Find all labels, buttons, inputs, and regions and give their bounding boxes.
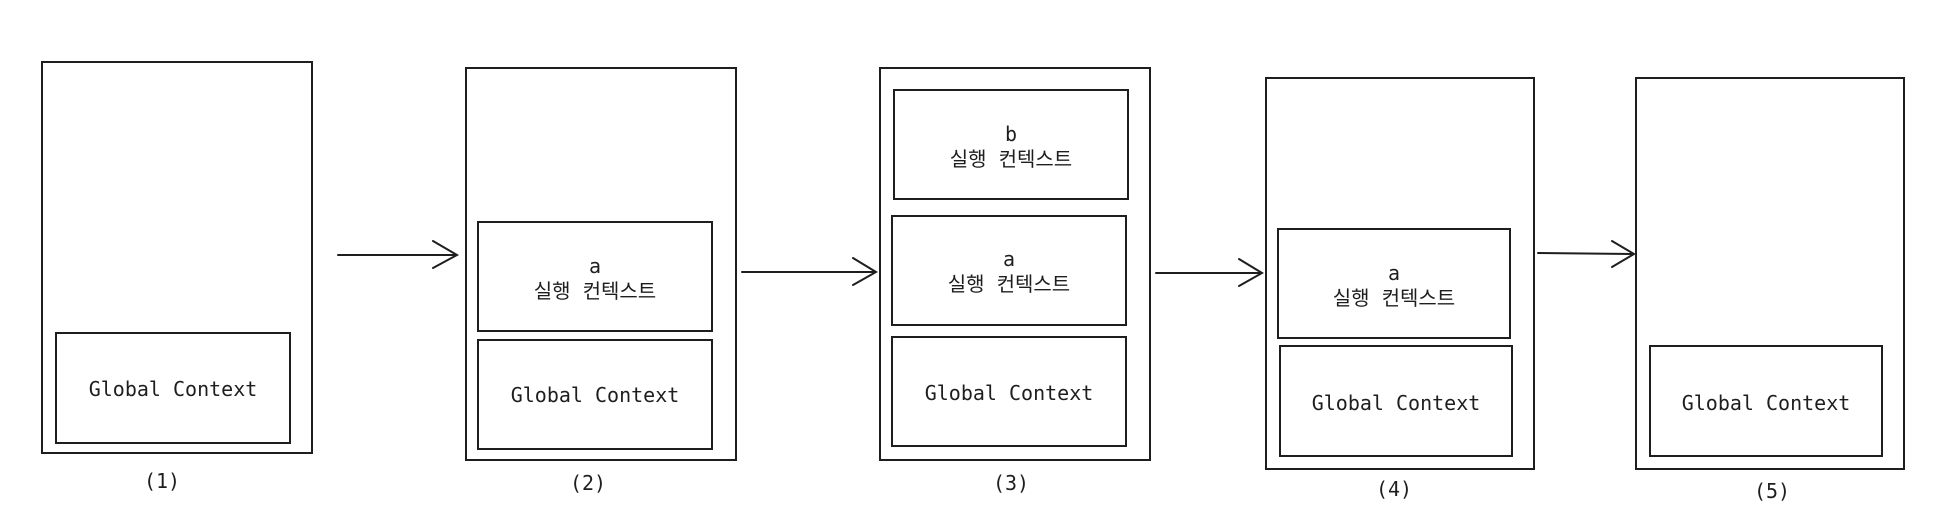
frame-b-context: b 실행 컨텍스트	[893, 89, 1129, 200]
frame-global-context: Global Context	[55, 332, 291, 444]
arrow-right	[1155, 258, 1264, 287]
frame-name: Global Context	[511, 383, 680, 407]
stack-number: (1)	[144, 469, 180, 493]
frame-subtitle: 실행 컨텍스트	[1333, 286, 1455, 310]
stack-number: (3)	[993, 471, 1029, 495]
arrow-right	[337, 240, 460, 269]
frame-name: Global Context	[925, 381, 1094, 405]
frame-global-context: Global Context	[891, 336, 1127, 447]
frame-name: a	[1388, 261, 1400, 285]
frame-name: Global Context	[89, 377, 258, 401]
stack-5: Global Context (5)	[1635, 77, 1905, 503]
stack-3: b 실행 컨텍스트 a 실행 컨텍스트 Global Context (3)	[879, 67, 1151, 495]
frame-subtitle: 실행 컨텍스트	[534, 279, 656, 303]
stack-container	[1635, 77, 1905, 470]
frame-a-context: a 실행 컨텍스트	[891, 215, 1127, 326]
stack-2: a 실행 컨텍스트 Global Context (2)	[465, 67, 737, 495]
stack-container	[465, 67, 737, 461]
frame-global-context: Global Context	[477, 339, 713, 450]
stack-1: Global Context (1)	[41, 61, 313, 493]
stack-container	[1265, 77, 1535, 470]
stack-4: a 실행 컨텍스트 Global Context (4)	[1265, 77, 1535, 501]
frame-name: Global Context	[1312, 391, 1481, 415]
frame-name: b	[1005, 122, 1017, 146]
frame-name: Global Context	[1682, 391, 1851, 415]
frame-a-context: a 실행 컨텍스트	[477, 221, 713, 332]
frame-subtitle: 실행 컨텍스트	[950, 147, 1072, 171]
arrow-right	[741, 257, 878, 286]
stack-number: (4)	[1376, 477, 1412, 501]
stack-number: (2)	[570, 471, 606, 495]
frame-a-context: a 실행 컨텍스트	[1277, 228, 1511, 339]
frame-global-context: Global Context	[1649, 345, 1883, 457]
stack-number: (5)	[1754, 479, 1790, 503]
stack-container	[879, 67, 1151, 461]
frame-name: a	[589, 254, 601, 278]
stack-container	[41, 61, 313, 454]
frame-global-context: Global Context	[1279, 345, 1513, 457]
frame-name: a	[1003, 247, 1015, 271]
arrow-right	[1537, 240, 1636, 268]
frame-subtitle: 실행 컨텍스트	[948, 272, 1070, 296]
